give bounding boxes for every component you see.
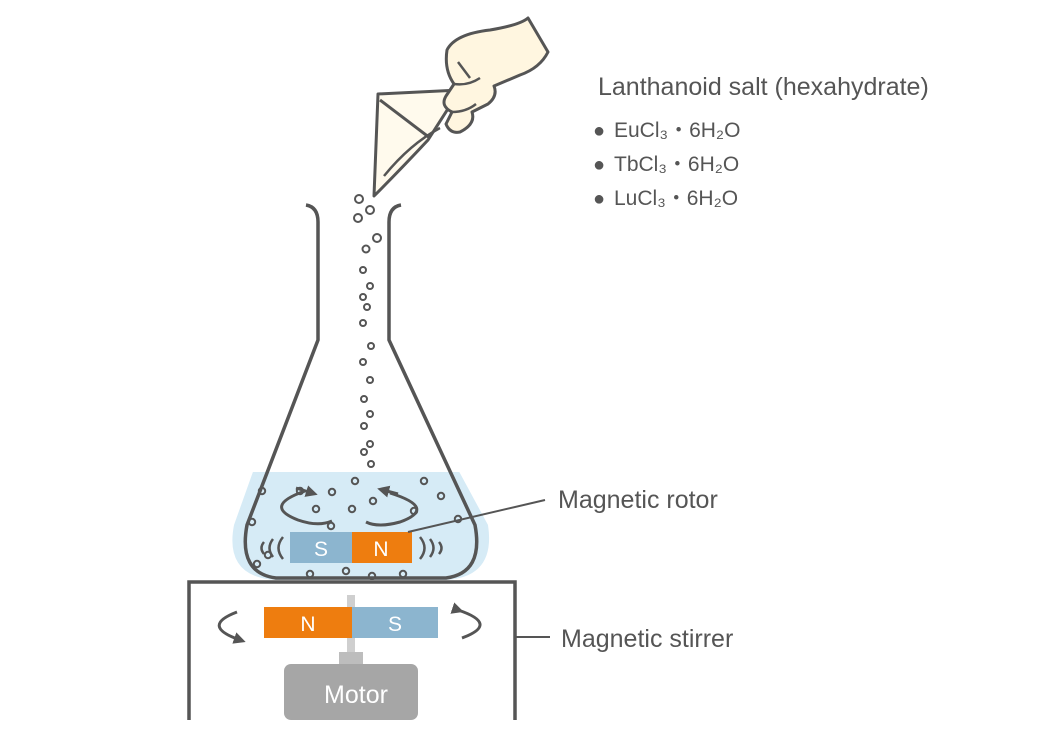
rotation-arrow-left xyxy=(217,610,246,644)
salt-title: Lanthanoid salt (hexahydrate) xyxy=(598,73,929,101)
shaft-coupling xyxy=(339,652,363,666)
magnetic-stirrer-label: Magnetic stirrer xyxy=(561,625,733,653)
motor xyxy=(284,664,418,720)
swirl-arrow-left xyxy=(280,489,333,526)
rotation-arrow-right xyxy=(450,602,482,640)
rotor-south-label: S xyxy=(314,538,328,561)
magnetic-rotor: S N xyxy=(290,532,412,563)
salt-list: ● EuCl₃・6H₂O ● TbCl₃・6H₂O ● LuCl₃・6H₂O xyxy=(593,119,740,210)
stirrer-north-pole xyxy=(264,607,352,638)
rotor-south-pole xyxy=(290,532,352,563)
falling-salt-particles xyxy=(353,194,382,468)
magnetic-stirrer: Motor N S xyxy=(187,580,517,720)
flask-outline xyxy=(243,203,479,580)
rotor-north-label: N xyxy=(373,538,388,561)
salt-bullet: ● xyxy=(593,188,605,210)
salt-item-eucl3: EuCl₃・6H₂O xyxy=(614,119,740,142)
stirrer-magnet: N S xyxy=(264,607,438,638)
stirrer-south-label: S xyxy=(388,613,402,636)
motor-label: Motor xyxy=(324,681,388,709)
salt-bullet: ● xyxy=(593,154,605,176)
salt-item-tbcl3: TbCl₃・6H₂O xyxy=(614,153,739,176)
magnetic-rotor-label: Magnetic rotor xyxy=(558,486,718,514)
stirrer-south-pole xyxy=(352,607,438,638)
erlenmeyer-flask: S N xyxy=(232,203,490,580)
swirl-arrow-right xyxy=(365,491,419,527)
vibration-marks xyxy=(260,536,443,560)
salt-bullet: ● xyxy=(593,120,605,142)
salt-item-lucl3: LuCl₃・6H₂O xyxy=(614,187,738,210)
rotor-north-pole xyxy=(352,532,412,563)
rotor-leader-line xyxy=(407,499,546,533)
hand-pouring-icon xyxy=(372,16,550,198)
stirrer-north-label: N xyxy=(300,613,315,636)
